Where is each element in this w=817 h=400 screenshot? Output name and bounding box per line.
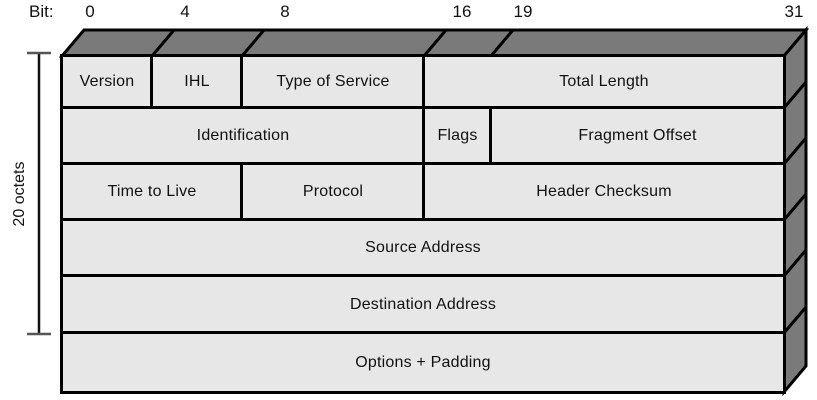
field-version: Version	[60, 54, 154, 110]
octets-bracket	[27, 51, 51, 336]
row-diagonal-3	[782, 193, 808, 221]
bit-axis-prefix: Bit:	[29, 2, 54, 21]
field-protocol: Protocol	[240, 162, 426, 222]
field-header-checksum: Header Checksum	[422, 162, 786, 222]
bit-diagonal-16	[422, 29, 448, 57]
octets-bracket-label: 20 octets	[11, 161, 28, 227]
bit-tick-label-4: 4	[180, 2, 190, 21]
field-type-of-service: Type of Service	[240, 54, 426, 110]
row-diagonal-4	[782, 249, 808, 277]
field-fragment-offset: Fragment Offset	[489, 106, 786, 166]
row-diagonal-2	[782, 137, 808, 165]
field-destination-address: Destination Address	[60, 274, 786, 335]
bit-diagonal-4	[150, 29, 176, 57]
bit-tick-label-31: 31	[784, 2, 804, 21]
bit-tick-label-19: 19	[513, 2, 533, 21]
field-options-padding: Options + Padding	[60, 331, 786, 394]
field-source-address: Source Address	[60, 218, 786, 278]
field-flags: Flags	[422, 106, 493, 166]
field-identification: Identification	[60, 106, 426, 166]
field-time-to-live: Time to Live	[60, 162, 244, 222]
bit-tick-label-8: 8	[280, 2, 290, 21]
field-ihl: IHL	[150, 54, 244, 110]
bit-diagonal-19	[489, 29, 515, 57]
row-diagonal-5	[782, 306, 808, 334]
row-diagonal-1	[782, 81, 808, 109]
bit-diagonal-8	[240, 29, 266, 57]
bit-tick-label-16: 16	[452, 2, 472, 21]
field-total-length: Total Length	[422, 54, 786, 110]
bit-tick-label-0: 0	[85, 2, 95, 21]
